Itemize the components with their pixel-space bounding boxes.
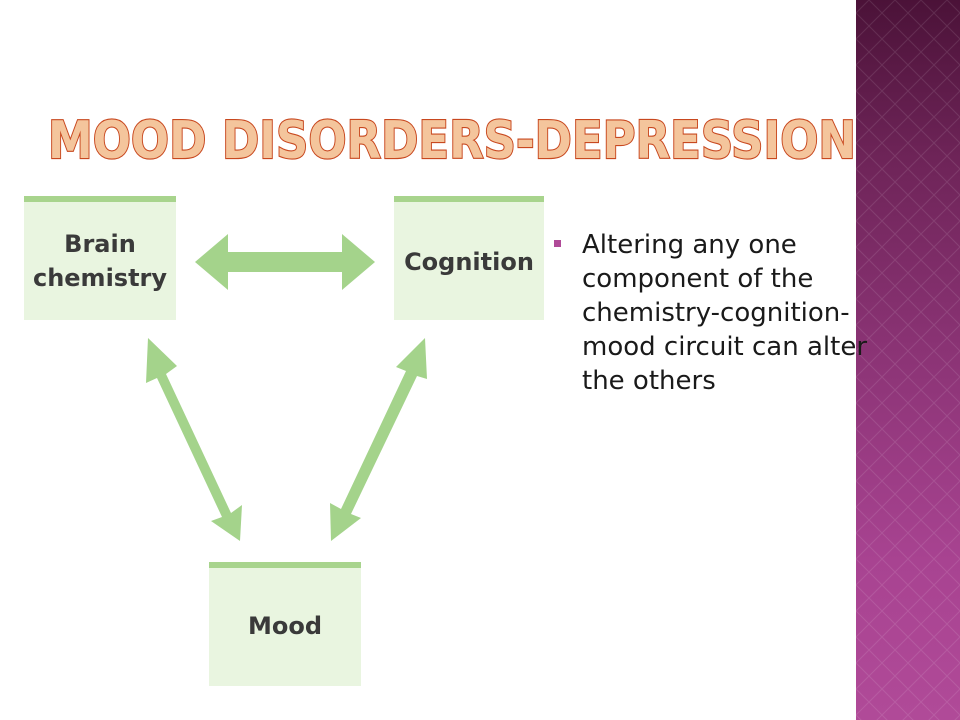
slide-title-text: MOOD DISORDERS-DEPRESSION [48, 111, 856, 171]
decorative-side-band [856, 0, 960, 720]
node-cognition: Cognition [394, 196, 544, 320]
double-arrow-cognition-mood-icon [330, 338, 427, 541]
node-label-mood: Mood [248, 612, 322, 640]
double-arrow-brain-mood-icon [146, 338, 242, 541]
double-arrow-brain-cognition-icon [195, 234, 375, 290]
node-label-brain: Brain [64, 230, 136, 258]
diamond-pattern [856, 0, 960, 720]
node-label-chemistry: chemistry [33, 264, 167, 292]
square-bullet-icon [554, 240, 561, 247]
slide-title: MOOD DISORDERS-DEPRESSION [48, 103, 858, 173]
node-mood: Mood [209, 562, 361, 686]
bullet-list: Altering any one component of the chemis… [552, 228, 902, 398]
node-label-cognition: Cognition [404, 248, 534, 276]
node-brain-chemistry: Brain chemistry [24, 196, 176, 320]
bullet-text: Altering any one component of the chemis… [582, 230, 868, 396]
bullet-item: Altering any one component of the chemis… [552, 228, 902, 398]
